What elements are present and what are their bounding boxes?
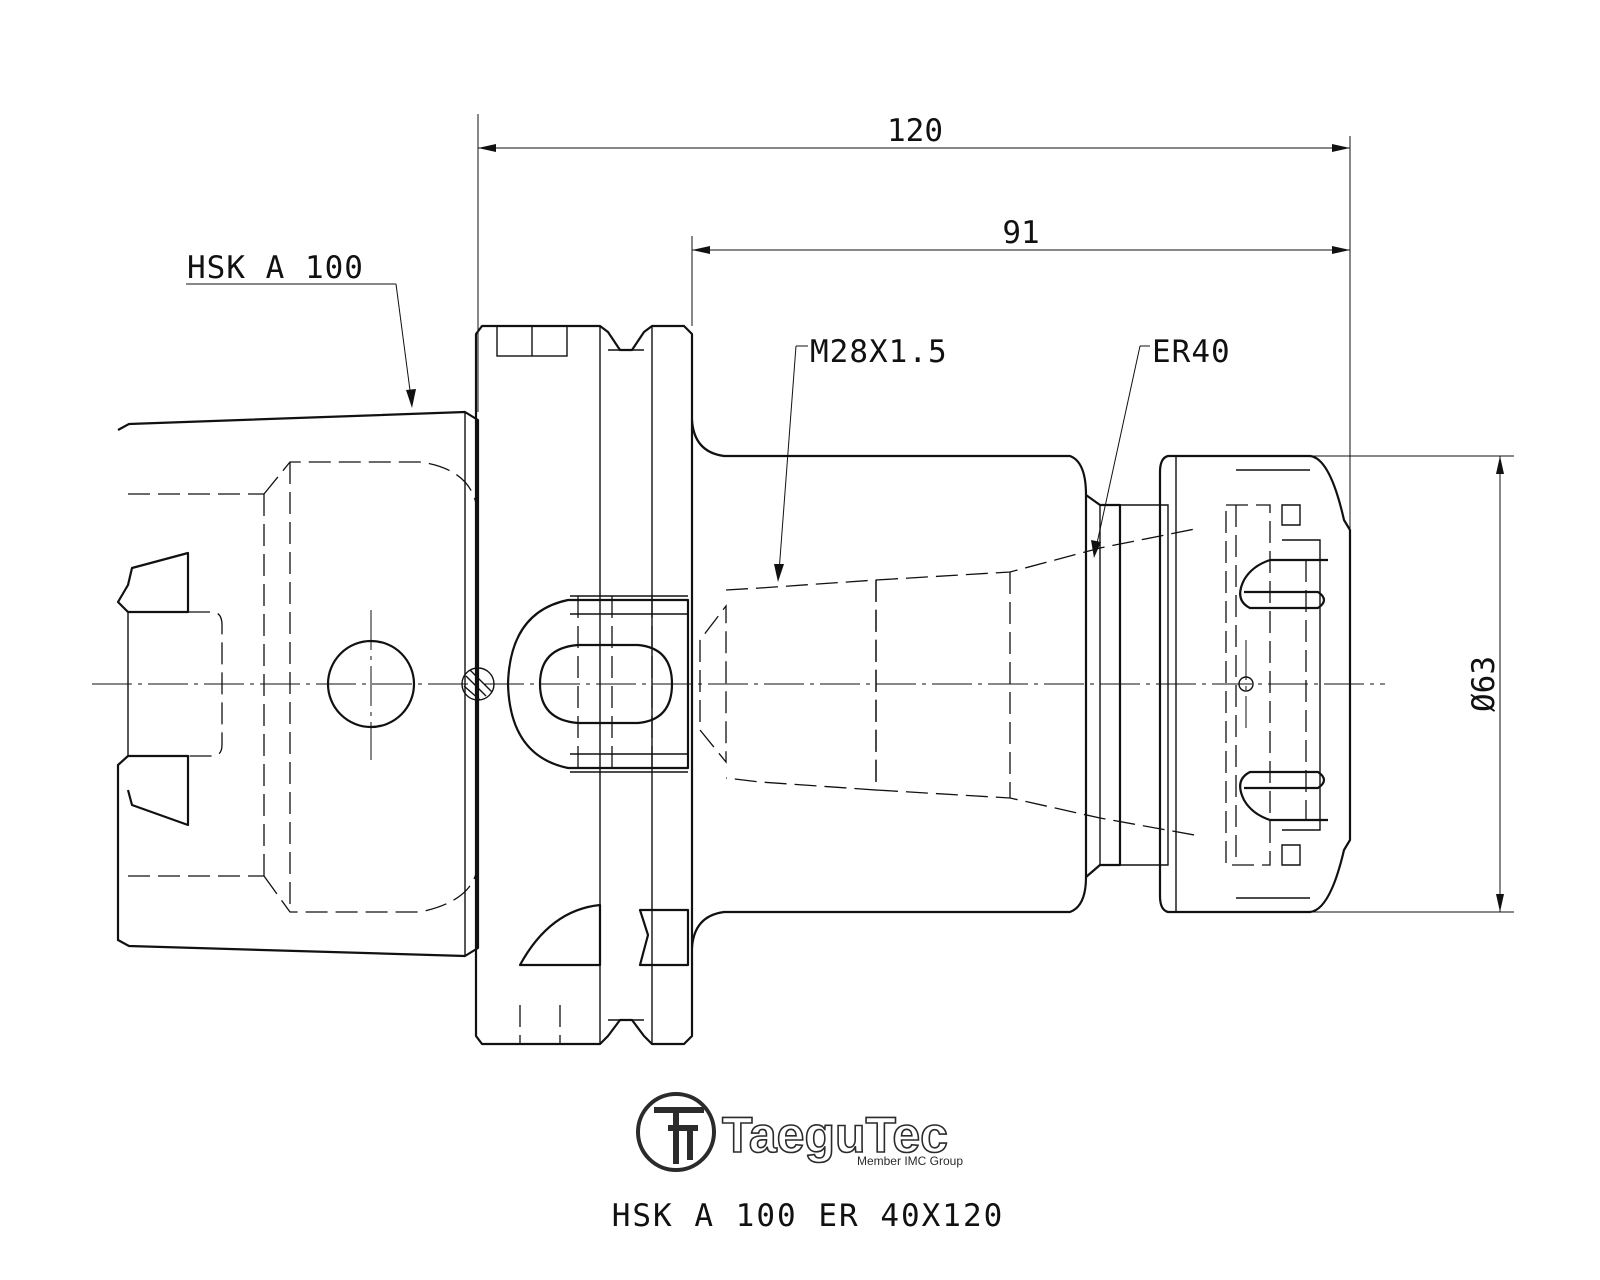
holder-body xyxy=(690,419,1201,949)
logo-emblem-icon xyxy=(636,1092,716,1172)
collet-nut xyxy=(1158,454,1352,914)
drawing-caption: HSK A 100 ER 40X120 xyxy=(612,1198,1005,1234)
dim-diameter: Ø63 xyxy=(1466,656,1502,712)
hsk-shank xyxy=(116,410,495,958)
callout-shank: HSK A 100 xyxy=(187,250,364,286)
dim-gauge-length: 91 xyxy=(1002,215,1039,251)
dim-overall-length: 120 xyxy=(887,113,943,149)
callout-collet: ER40 xyxy=(1152,334,1231,370)
flange xyxy=(474,324,694,1046)
shank-cross-hole xyxy=(326,639,416,729)
logo-brand-name: TaeguTec xyxy=(722,1107,948,1163)
logo-tagline: Member IMC Group xyxy=(857,1154,963,1168)
callout-thread: M28X1.5 xyxy=(810,334,948,370)
taegutec-logo: TaeguTec Member IMC Group xyxy=(636,1092,963,1172)
